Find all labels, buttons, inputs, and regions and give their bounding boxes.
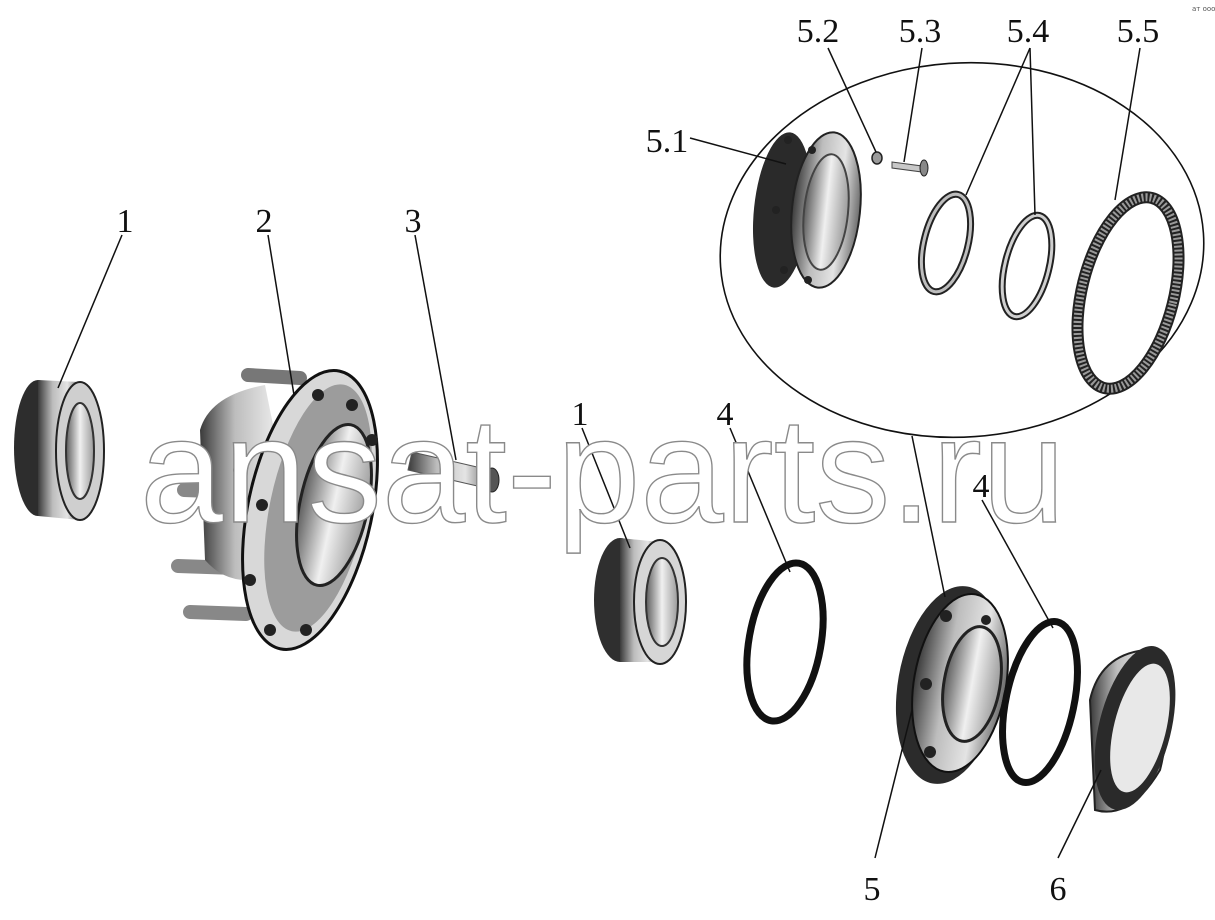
callout-5-5: 5.5 <box>1117 13 1160 50</box>
bearing-left <box>14 380 105 521</box>
watermark-text: ansat-parts.ru <box>140 386 1065 554</box>
callout-1-left: 1 <box>117 203 134 240</box>
callout-5-4: 5.4 <box>1007 13 1050 50</box>
callout-5-3: 5.3 <box>899 13 942 50</box>
leader-lines <box>57 47 1141 859</box>
callout-5-1: 5.1 <box>646 123 689 160</box>
nut-5-2 <box>871 151 883 165</box>
pin-5-3 <box>891 159 929 177</box>
corner-mark: ат ооо <box>1192 5 1215 13</box>
callout-4-right: 4 <box>973 468 990 505</box>
bolt <box>407 451 500 493</box>
gear-carrier-assembly <box>895 586 1009 784</box>
callout-1-right: 1 <box>572 396 589 433</box>
bearing-right <box>594 538 687 665</box>
callout-2: 2 <box>256 203 273 240</box>
carrier-5-1 <box>752 131 862 289</box>
wheel-hub <box>171 368 379 651</box>
subassembly-ellipse <box>719 61 1205 439</box>
callout-4-middle: 4 <box>717 396 734 433</box>
gasket-right <box>999 617 1081 787</box>
callout-3: 3 <box>405 203 422 240</box>
callout-5: 5 <box>864 871 881 908</box>
callout-5-2: 5.2 <box>797 13 840 50</box>
cover <box>1088 646 1176 813</box>
callout-6: 6 <box>1050 871 1067 908</box>
gear-ring-5-5 <box>1071 191 1185 395</box>
gasket-middle <box>743 559 827 725</box>
callout-labels: 1 2 3 1 4 4 5 6 5.1 5.2 5.3 5.4 5.5 <box>117 13 1160 908</box>
rings-5-4 <box>917 190 1056 321</box>
